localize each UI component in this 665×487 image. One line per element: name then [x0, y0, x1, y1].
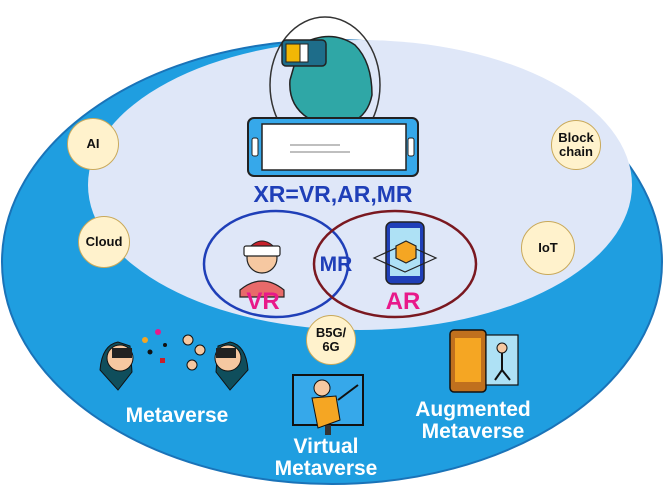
ai-badge: AI [67, 118, 119, 170]
mr-label: MR [319, 253, 353, 276]
vr-label: VR [246, 288, 280, 315]
ar-phone-icon [372, 221, 438, 285]
b5g-badge: B5G/ 6G [306, 315, 356, 365]
cloud-badge: Cloud [78, 216, 130, 268]
augmented-phone-icon [449, 329, 519, 393]
ar-label: AR [385, 288, 421, 315]
vr-circle [202, 209, 350, 319]
virtual-gamer-icon [292, 374, 364, 435]
inner-ellipse [88, 40, 632, 330]
phone-icon [247, 117, 419, 177]
metaverse-people-icon [99, 329, 249, 391]
blockchain-badge: Block chain [551, 120, 601, 170]
iot-badge: IoT [521, 221, 575, 275]
ar-circle [312, 209, 478, 319]
augmented-metaverse-label: Augmented Metaverse [415, 398, 531, 444]
vr-user-icon [239, 240, 285, 298]
virtual-metaverse-label: Virtual Metaverse [274, 435, 378, 481]
head-vr-icon [269, 16, 381, 154]
metaverse-label: Metaverse [125, 404, 229, 427]
xr-title: XR=VR,AR,MR [253, 181, 413, 207]
